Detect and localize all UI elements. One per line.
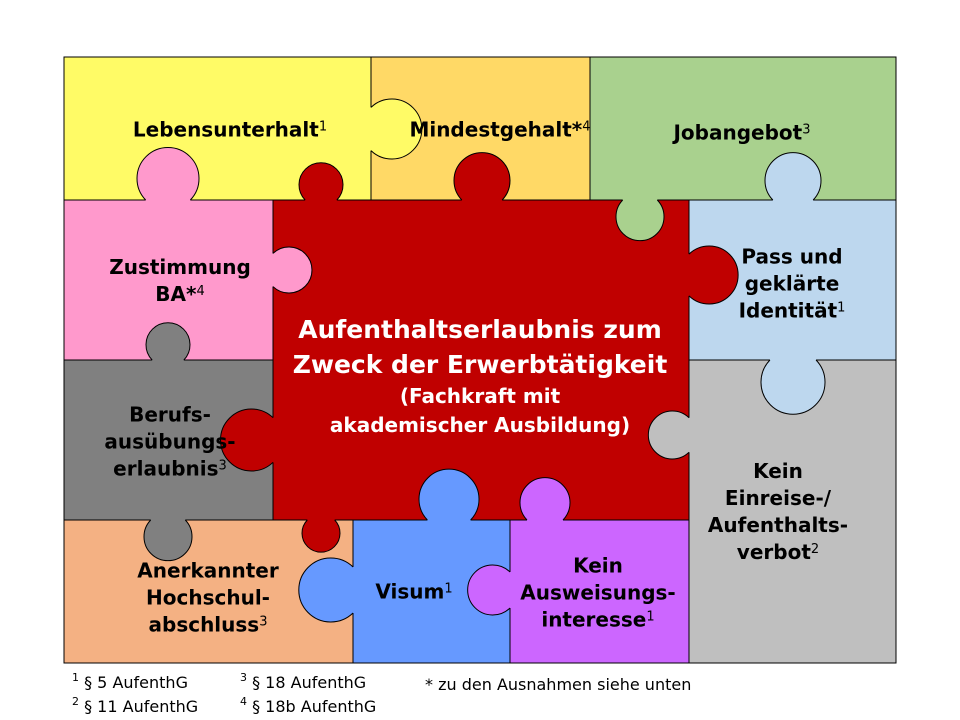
- knob-outline: [418, 468, 480, 521]
- knob-outline: [272, 246, 313, 294]
- knob-grey: [648, 411, 691, 459]
- piece-mindestgehalt: Mindestgehalt*4: [409, 117, 591, 142]
- knob-outline: [301, 519, 341, 553]
- knob-outline: [647, 410, 690, 460]
- footnote-4: 4 § 18b AufenthG: [240, 695, 377, 716]
- knob-outline: [370, 98, 423, 160]
- knob-green: [616, 198, 665, 241]
- knob-red: [299, 162, 343, 202]
- knob-outline: [143, 519, 193, 562]
- knob-pink: [271, 247, 312, 293]
- knob-outline: [136, 146, 200, 201]
- knob-outline: [453, 152, 511, 201]
- piece-visum: Visum1: [375, 579, 453, 604]
- knob-outline: [615, 199, 665, 242]
- puzzle-border: [63, 56, 897, 664]
- knob-outline: [219, 408, 274, 472]
- knob-outline: [760, 359, 826, 415]
- piece-jobangebot: Jobangebot3: [673, 120, 811, 145]
- knob-outline: [688, 245, 739, 305]
- piece-purple: [509, 519, 690, 664]
- footnote-3: 3 § 18 AufenthG: [240, 671, 367, 692]
- piece-berufsausuebungserlaubnis: Berufs-ausübungs-erlaubnis3: [104, 402, 236, 481]
- piece-red: [272, 199, 690, 521]
- footnote-1: 1 § 5 AufenthG: [72, 671, 188, 692]
- knob-outline: [298, 557, 354, 623]
- knob-red: [220, 409, 275, 471]
- piece-lebensunterhalt: Lebensunterhalt1: [132, 117, 328, 142]
- knob-red: [454, 152, 511, 202]
- knob-outline: [764, 152, 822, 201]
- knob-blue: [298, 558, 355, 622]
- knob-red: [687, 246, 739, 305]
- knob-purple: [519, 477, 570, 522]
- knob-darkgrey: [144, 518, 192, 561]
- knob-outline: [145, 322, 191, 361]
- knob-blue: [419, 469, 479, 522]
- knob-pink: [137, 147, 199, 202]
- footnote-2: 2 § 11 AufenthG: [72, 695, 199, 716]
- knob-yellow: [369, 99, 422, 159]
- piece-aufenthaltserlaubnis-center: Aufenthaltserlaubnis zum Zweck der Erwer…: [292, 315, 668, 437]
- knob-outline: [467, 564, 511, 616]
- exceptions-note: * zu den Ausnahmen siehe unten: [425, 675, 692, 694]
- knob-purple: [467, 564, 512, 615]
- knob-blue_light: [761, 358, 825, 415]
- knob-blue_light: [765, 152, 821, 202]
- knob-outline: [519, 477, 571, 521]
- knob-outline: [298, 162, 344, 201]
- knob-darkgrey: [146, 322, 190, 362]
- knob-red: [301, 518, 340, 553]
